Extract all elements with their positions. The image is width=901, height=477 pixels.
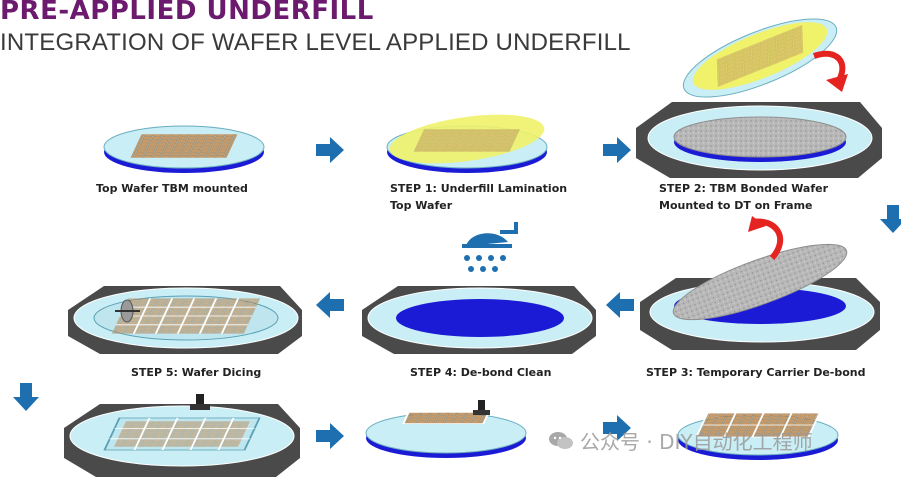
- pick-tool-icon: [190, 394, 210, 410]
- right-arrow-icon: [316, 423, 344, 449]
- caption-step-5: STEP 5: Wafer Dicing: [131, 366, 262, 379]
- down-arrow-icon: [13, 383, 39, 411]
- diced-wafer-on-frame: [64, 394, 300, 477]
- caption-step-1: STEP 1: Underfill Lamination Top Wafer: [390, 182, 568, 212]
- wafer-debond-clean: [362, 286, 596, 354]
- caption-step-4: STEP 4: De-bond Clean: [410, 366, 552, 379]
- wafer-underfill-lamination: [386, 114, 548, 173]
- caption-top-wafer: Top Wafer TBM mounted: [96, 182, 248, 195]
- diced-dies: [677, 412, 839, 460]
- down-arrow-icon: [880, 205, 901, 233]
- pick-tool-icon: [473, 400, 490, 415]
- dicing-blade-icon: [115, 299, 140, 323]
- top-wafer-flipped: [682, 18, 838, 98]
- right-arrow-icon: [316, 137, 344, 163]
- die-pick-up: [365, 400, 527, 458]
- watermark: 公众号 · DIY自动化工程师: [548, 426, 813, 457]
- wafer-dicing: [68, 286, 302, 354]
- left-arrow-icon: [606, 292, 634, 318]
- wafer-tbm-mounted: [103, 125, 265, 173]
- caption-step-2: STEP 2: TBM Bonded Wafer Mounted to DT o…: [659, 182, 829, 212]
- right-arrow-icon: [603, 137, 631, 163]
- left-arrow-icon: [316, 292, 344, 318]
- wechat-icon: [548, 430, 574, 457]
- page-title: PRE-APPLIED UNDERFILL: [0, 0, 374, 26]
- wafer-mounted-on-frame: [636, 102, 882, 178]
- page-subtitle: INTEGRATION OF WAFER LEVEL APPLIED UNDER…: [0, 29, 631, 56]
- shower-head-icon: [462, 222, 518, 272]
- caption-step-3: STEP 3: Temporary Carrier De-bond: [646, 366, 866, 379]
- wafer-carrier-debond: [640, 243, 880, 350]
